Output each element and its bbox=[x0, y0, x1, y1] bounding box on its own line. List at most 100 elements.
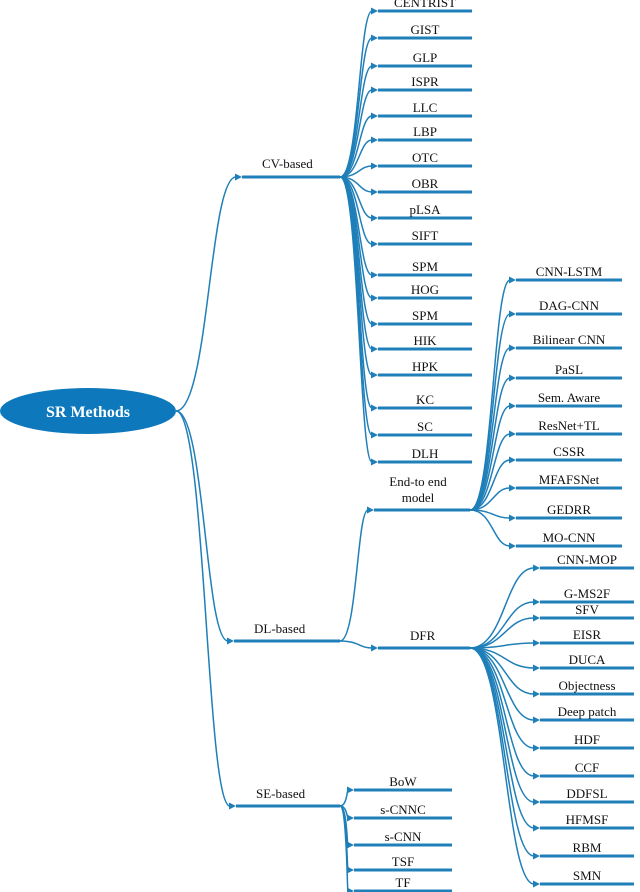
dfr-edge-1 bbox=[469, 601, 535, 649]
cv-edge-17-arrow bbox=[371, 458, 378, 466]
cv-leaf-label: OBR bbox=[412, 176, 439, 191]
cv-leaf-label: LBP bbox=[413, 124, 437, 139]
cv-leaf-label: GLP bbox=[413, 50, 438, 65]
cv-leaf-label: CENTRIST bbox=[394, 0, 456, 10]
cv-edge-5-arrow bbox=[371, 136, 378, 144]
e2e-edge-6-arrow bbox=[509, 456, 516, 464]
e2e-edge-3 bbox=[469, 377, 511, 511]
dfr-leaf-label: SFV bbox=[575, 602, 599, 617]
se-leaf-label: TSF bbox=[392, 854, 414, 869]
e2e-edge-5-arrow bbox=[509, 430, 516, 438]
se-edge-4-arrow bbox=[347, 887, 354, 892]
se-leaf-label: TF bbox=[395, 875, 410, 890]
e2e-edge-7 bbox=[469, 487, 511, 511]
e2e-leaf-label: CSSR bbox=[553, 444, 585, 459]
dfr-edge-8-arrow bbox=[533, 772, 540, 780]
dfr-leaf-label: Objectness bbox=[558, 678, 615, 693]
e2e-edge-0-arrow bbox=[509, 276, 516, 284]
e2e-edge-4 bbox=[469, 405, 511, 511]
cv-leaf-label: GIST bbox=[411, 22, 440, 37]
dfr-edge-6-arrow bbox=[533, 716, 540, 724]
e2e-leaf-label: Sem. Aware bbox=[538, 390, 601, 405]
cv-edge-17 bbox=[339, 176, 373, 463]
e2e-leaf-label: MFAFSNet bbox=[539, 472, 600, 487]
dfr-leaf-label: HDF bbox=[574, 732, 600, 747]
e2e-leaf-label: MO-CNN bbox=[543, 530, 596, 545]
cv-edge-8-arrow bbox=[371, 214, 378, 222]
cv-edge-9-arrow bbox=[371, 240, 378, 248]
dl-to-e2e-edge-arrow bbox=[367, 506, 374, 514]
dfr-leaf-label: DDFSL bbox=[566, 786, 607, 801]
cv-edge-15-arrow bbox=[371, 404, 378, 412]
dfr-edge-2-arrow bbox=[533, 614, 540, 622]
root-to-cv-edge bbox=[175, 176, 237, 412]
dfr-edge-0 bbox=[469, 567, 535, 649]
se-leaf-label: BoW bbox=[389, 774, 417, 789]
dfr-edge-11-arrow bbox=[533, 852, 540, 860]
cv-edge-6-arrow bbox=[371, 162, 378, 170]
dfr-leaf-label: DUCA bbox=[569, 652, 606, 667]
dfr-edge-7 bbox=[469, 647, 535, 749]
dfr-leaf-label: CCF bbox=[575, 760, 600, 775]
e2e-edge-5 bbox=[469, 433, 511, 511]
dl-to-dfr-edge-arrow bbox=[371, 644, 378, 652]
dfr-leaf-label: HFMSF bbox=[566, 812, 609, 827]
se-based-label: SE-based bbox=[256, 786, 306, 801]
cv-edge-2-arrow bbox=[371, 62, 378, 70]
e2e-leaf-label: Bilinear CNN bbox=[533, 332, 606, 347]
dfr-edge-4-arrow bbox=[533, 664, 540, 672]
cv-leaf-label: DLH bbox=[412, 446, 439, 461]
dfr-edge-9-arrow bbox=[533, 798, 540, 806]
e2e-edge-8-arrow bbox=[509, 514, 516, 522]
dfr-leaf-label: Deep patch bbox=[558, 704, 617, 719]
cv-leaf-label: KC bbox=[416, 392, 434, 407]
cv-edge-3 bbox=[339, 89, 373, 178]
se-edge-2-arrow bbox=[347, 841, 354, 849]
cv-leaf-label: SPM bbox=[412, 259, 438, 274]
e2e-label-line1: End-to end bbox=[389, 474, 447, 489]
dfr-edge-6 bbox=[469, 647, 535, 721]
dfr-label: DFR bbox=[410, 628, 436, 643]
e2e-leaf-label: PaSL bbox=[555, 362, 583, 377]
dfr-edge-3-arrow bbox=[533, 639, 540, 647]
cv-edge-1-arrow bbox=[371, 34, 378, 42]
se-edge-1-arrow bbox=[347, 814, 354, 822]
e2e-edge-3-arrow bbox=[509, 374, 516, 382]
cv-edge-14-arrow bbox=[371, 371, 378, 379]
cv-leaf-label: LLC bbox=[413, 100, 438, 115]
e2e-leaf-label: GEDRR bbox=[547, 502, 591, 517]
cv-edge-5 bbox=[339, 139, 373, 178]
cv-leaf-label: HPK bbox=[412, 359, 439, 374]
e2e-leaf-label: DAG-CNN bbox=[539, 298, 600, 313]
cv-edge-1 bbox=[339, 37, 373, 178]
cv-leaf-label: OTC bbox=[412, 150, 438, 165]
dfr-edge-12 bbox=[469, 647, 535, 885]
root-to-se-edge-arrow bbox=[229, 802, 236, 810]
dl-to-e2e-edge bbox=[339, 509, 369, 642]
cv-edge-13-arrow bbox=[371, 345, 378, 353]
e2e-edge-1-arrow bbox=[509, 310, 516, 318]
cv-edge-7-arrow bbox=[371, 188, 378, 196]
dfr-leaf-label: RBM bbox=[573, 840, 602, 855]
dfr-edge-1-arrow bbox=[533, 598, 540, 606]
root-to-dl-edge bbox=[175, 410, 229, 642]
e2e-edge-2 bbox=[469, 347, 511, 511]
e2e-edge-9-arrow bbox=[509, 542, 516, 550]
cv-edge-10-arrow bbox=[371, 271, 378, 279]
e2e-edge-2-arrow bbox=[509, 344, 516, 352]
dfr-leaf-label: CNN-MOP bbox=[557, 552, 617, 567]
dfr-leaf-label: EISR bbox=[573, 627, 602, 642]
cv-edge-12-arrow bbox=[371, 320, 378, 328]
se-edge-0 bbox=[339, 789, 349, 807]
root-ellipse bbox=[0, 388, 176, 434]
se-leaf-label: s-CNN bbox=[385, 829, 422, 844]
e2e-edge-9 bbox=[469, 509, 511, 547]
cv-leaf-label: HIK bbox=[413, 333, 437, 348]
root-to-dl-edge-arrow bbox=[227, 637, 234, 645]
se-edge-3-arrow bbox=[347, 866, 354, 874]
se-edge-4 bbox=[339, 805, 349, 892]
cv-leaf-label: SIFT bbox=[412, 228, 439, 243]
